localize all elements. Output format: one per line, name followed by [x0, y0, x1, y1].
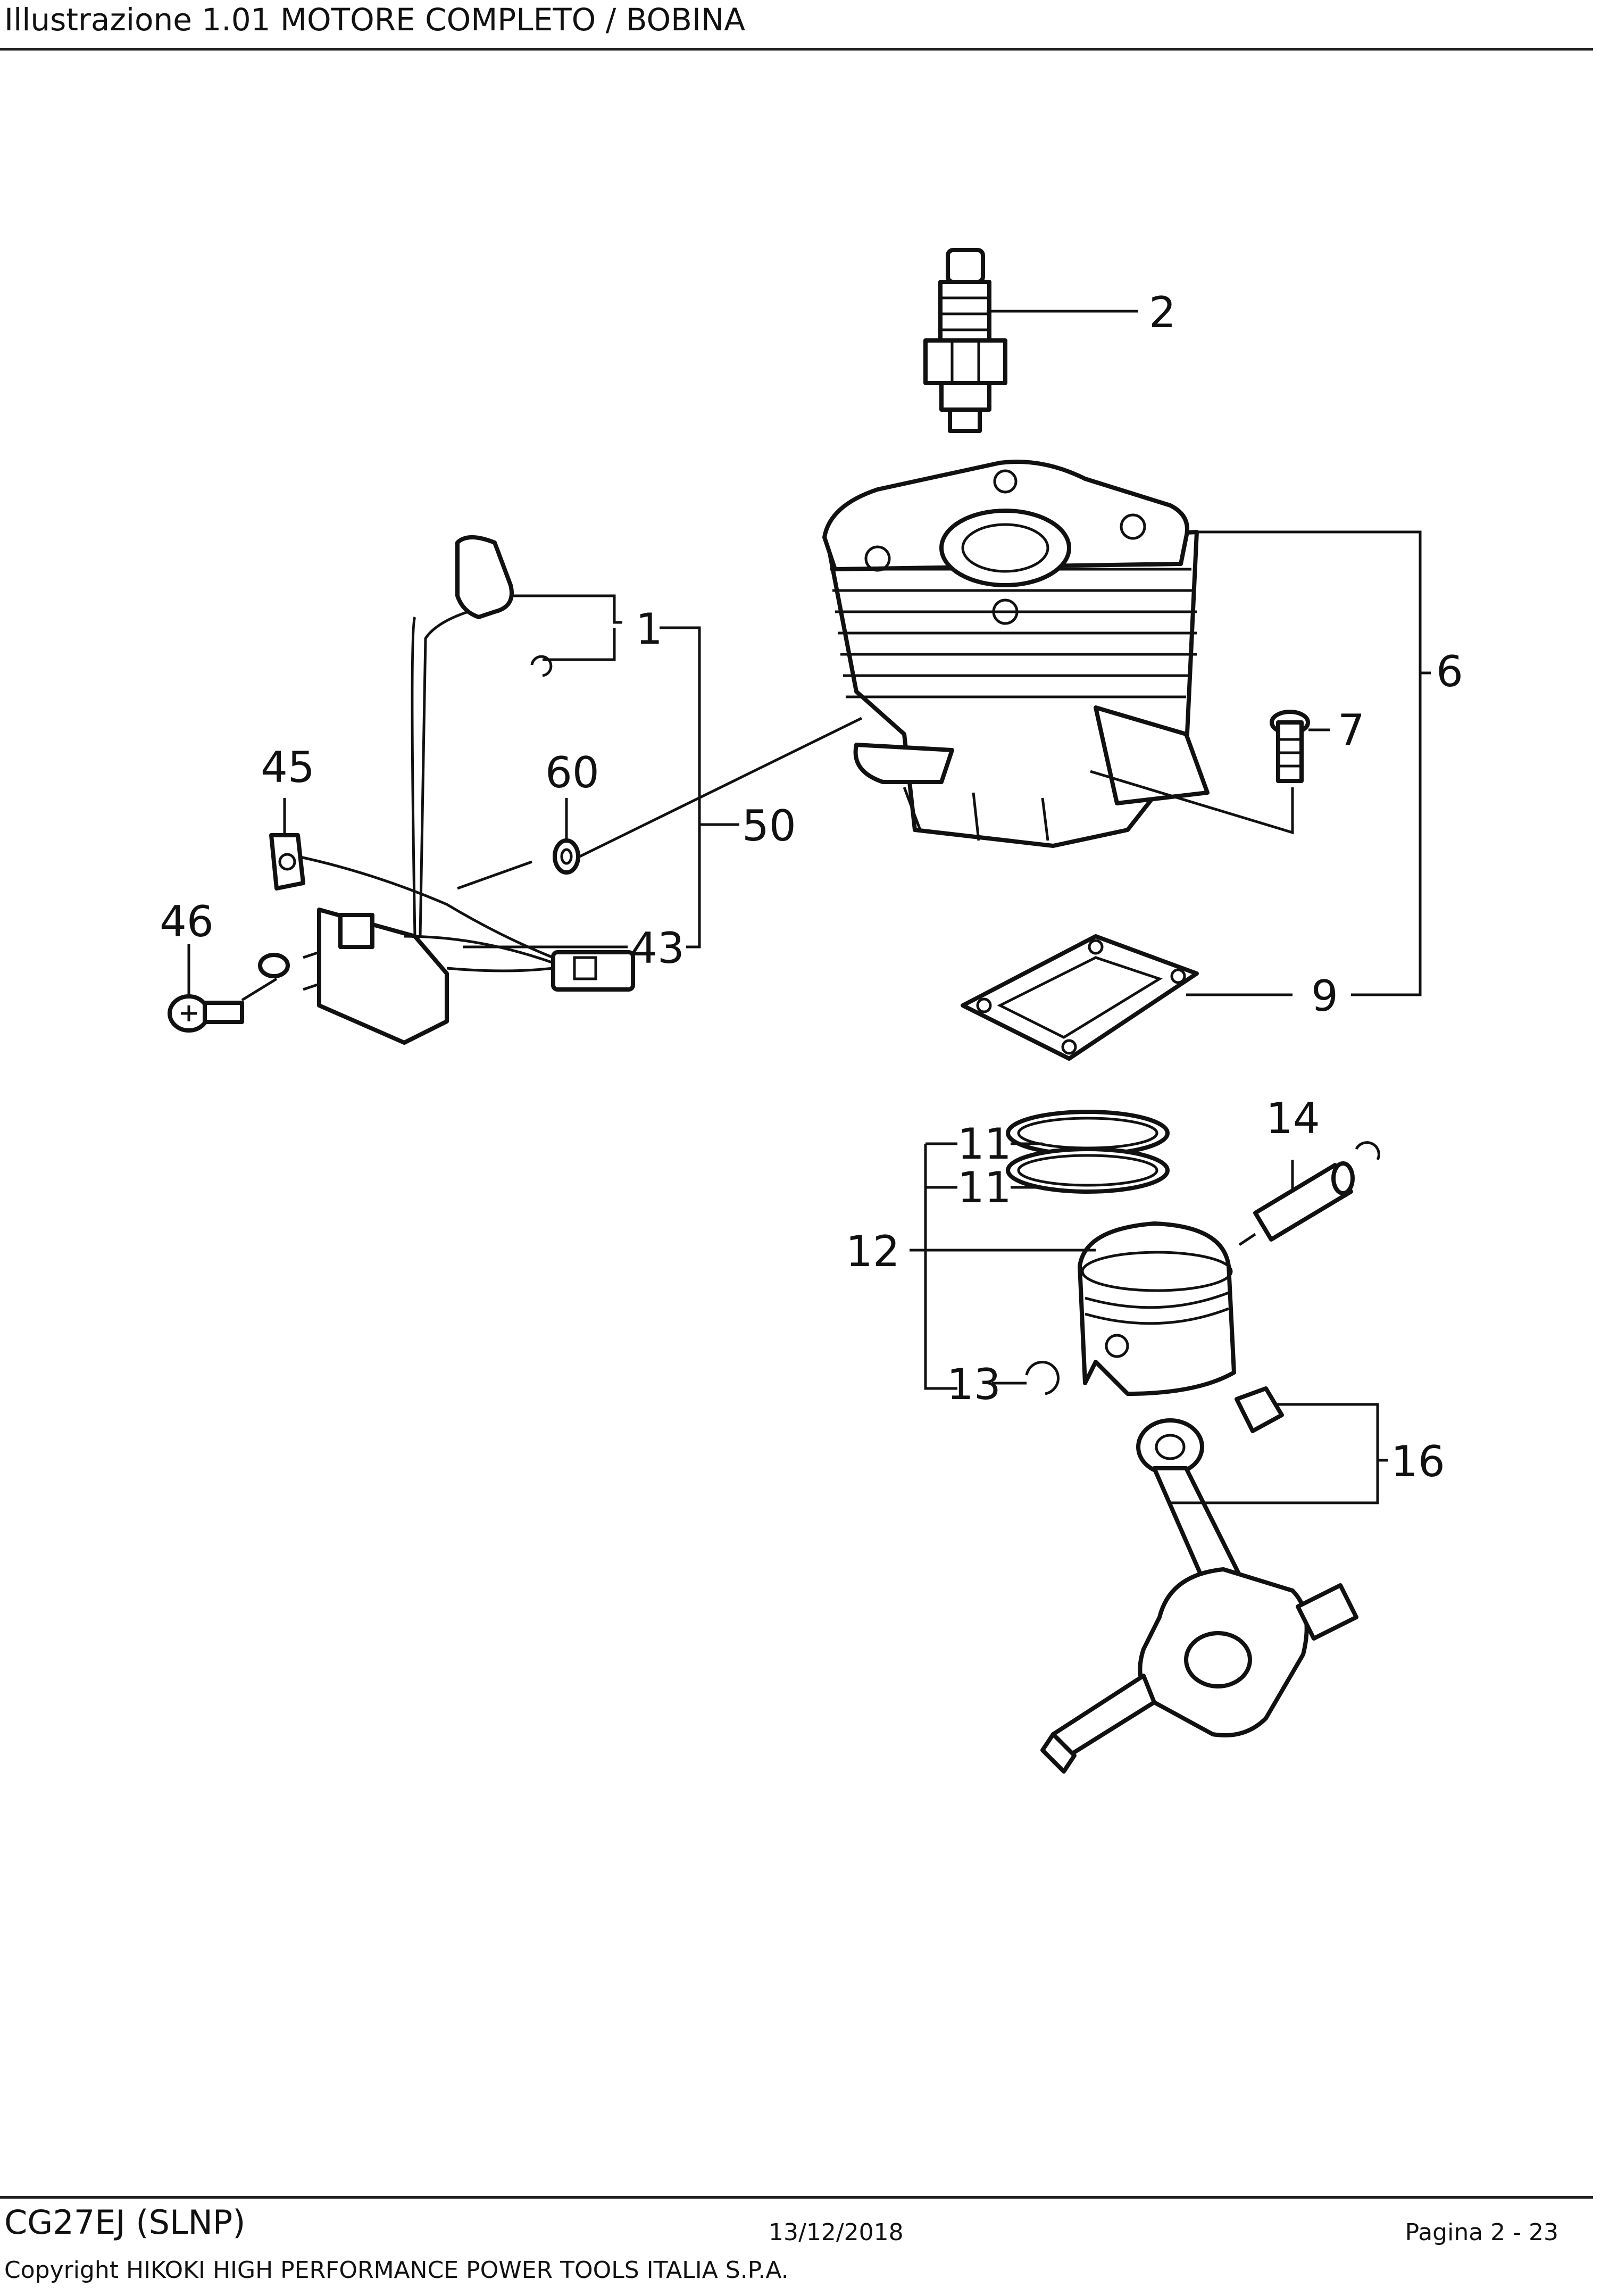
- callout-labels: 1 2 6 7 9 11 11 12 13 14 16 43 45 46 50 …: [160, 288, 1463, 1486]
- model-code: CG27EJ (SLNP): [4, 2203, 246, 2242]
- callout-12: 12: [846, 1227, 900, 1276]
- footer-divider: [0, 2196, 1593, 2199]
- ignition-coil: [269, 535, 635, 1045]
- header-divider: [0, 48, 1593, 51]
- leader-lines: [187, 310, 1431, 1504]
- page-title: Illustrazione 1.01 MOTORE COMPLETO / BOB…: [4, 2, 746, 38]
- callout-1: 1: [636, 604, 663, 654]
- cylinder-gasket: [961, 934, 1199, 1061]
- callout-50: 50: [742, 801, 796, 851]
- callout-6: 6: [1436, 647, 1463, 696]
- piston: [1078, 1221, 1236, 1396]
- callout-43: 43: [630, 924, 685, 973]
- piston-pin: [1238, 1141, 1380, 1246]
- callout-45: 45: [261, 743, 315, 792]
- callout-13: 13: [947, 1360, 1001, 1409]
- callout-46: 46: [160, 897, 214, 946]
- copyright-notice: Copyright HIKOKI HIGH PERFORMANCE POWER …: [4, 2257, 789, 2284]
- callout-7: 7: [1338, 705, 1365, 755]
- callout-16: 16: [1391, 1437, 1445, 1486]
- coil-screw: [168, 953, 290, 1033]
- callout-11-lower: 11: [957, 1163, 1012, 1212]
- callout-60: 60: [545, 748, 599, 797]
- callout-9: 9: [1311, 971, 1338, 1021]
- cylinder: [822, 460, 1210, 848]
- callout-14: 14: [1266, 1094, 1320, 1143]
- washer: [553, 838, 580, 875]
- callout-11-upper: 11: [957, 1119, 1012, 1169]
- cylinder-screw: [1270, 710, 1310, 783]
- circlip: [1025, 1361, 1060, 1395]
- spark-plug: [923, 248, 1007, 433]
- callout-2: 2: [1149, 288, 1176, 337]
- crankshaft: [1040, 1386, 1358, 1774]
- piston-rings: [1006, 1110, 1170, 1194]
- document-date: 13/12/2018: [769, 2219, 904, 2246]
- page-number: Pagina 2 - 23: [1405, 2219, 1558, 2246]
